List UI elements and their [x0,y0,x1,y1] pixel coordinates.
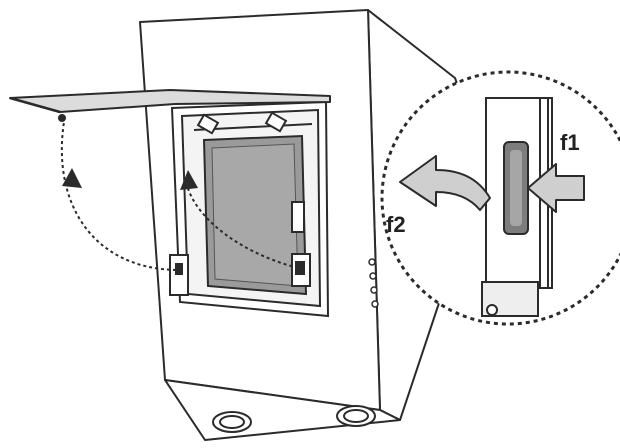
detail-latch-highlight [510,150,522,226]
control-button-3 [370,286,378,294]
arc-arrowheads [62,168,198,190]
control-button-2 [369,272,377,280]
f1-arrow [527,163,585,213]
detail-screw [486,304,498,316]
label-f2: f2 [386,212,406,237]
detail-callout: f1 f2 [380,70,620,326]
control-button-4 [371,300,379,308]
motion-arcs [60,121,299,271]
lower-clips [169,253,311,296]
panel-pin [58,114,66,122]
grease-filter [202,134,308,296]
vent-hole-left-inner [219,415,245,429]
f2-arrow [399,155,491,211]
control-button-1 [368,258,376,266]
arrowhead-left [62,168,82,188]
detail-latch-assembly [481,97,553,317]
clip-left-slot [175,263,183,275]
hinge-right [264,111,288,133]
panel-swing-arc [60,121,177,271]
panel-edge [9,96,61,114]
label-f1: f1 [560,130,580,155]
bottom-vents [212,405,376,433]
filter-handle [291,201,305,233]
open-panel [9,89,331,122]
hinge-left [196,113,220,135]
side-controls [368,258,379,308]
arrowhead-right [180,170,198,190]
vent-hole-right-inner [343,409,369,423]
